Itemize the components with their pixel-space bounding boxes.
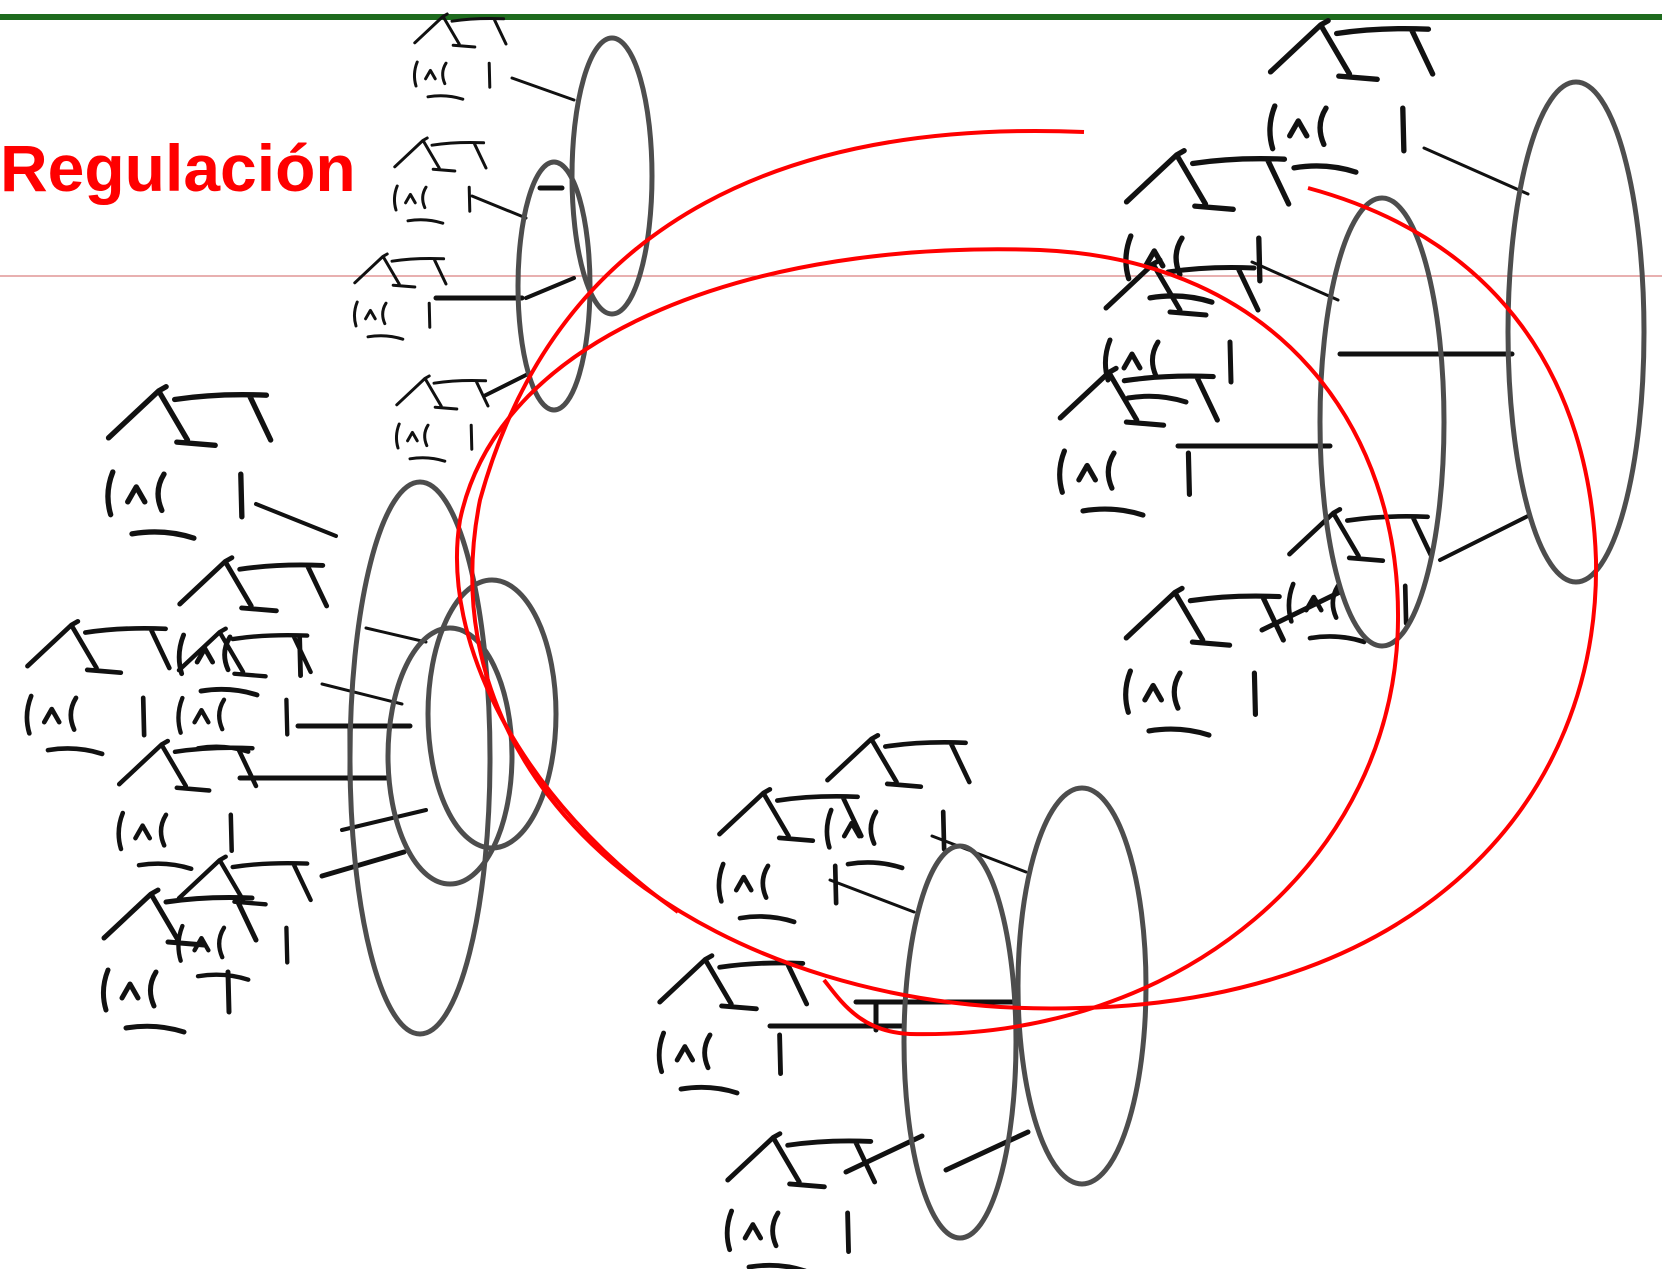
house-icon xyxy=(392,136,488,225)
group-ellipse xyxy=(1015,785,1149,1187)
group-ellipse xyxy=(425,577,559,851)
connector-line xyxy=(319,849,407,879)
connector-line xyxy=(482,372,530,398)
group-ellipse xyxy=(1317,195,1447,649)
connector-line xyxy=(470,194,528,220)
regulation-loops xyxy=(455,128,1599,1037)
group-ellipse xyxy=(347,479,493,1037)
group-ellipse xyxy=(515,159,593,413)
house-icon xyxy=(1060,368,1218,515)
house-icon xyxy=(27,621,169,754)
top-rule xyxy=(0,14,1662,20)
regulation-loop xyxy=(470,128,1599,1011)
connector-line xyxy=(828,878,916,914)
connector-line xyxy=(364,626,428,644)
connector-line xyxy=(524,276,576,300)
house-cluster-left xyxy=(27,387,327,1032)
regulation-loop xyxy=(455,247,1401,1037)
connector-line xyxy=(943,1129,1031,1173)
group-ellipse xyxy=(385,625,515,887)
group-ellipses xyxy=(347,35,1647,1241)
house-cluster-top xyxy=(352,12,508,463)
house-icon xyxy=(412,12,508,101)
house-icon xyxy=(394,374,490,463)
house-icon xyxy=(719,789,861,922)
connector-line xyxy=(1422,146,1530,196)
house-cluster-right xyxy=(1060,21,1433,735)
group-ellipse xyxy=(901,843,1019,1241)
connector-line xyxy=(340,808,428,832)
house-icon xyxy=(108,387,271,538)
house-icon xyxy=(119,741,256,869)
connector-line xyxy=(1438,514,1530,562)
connector-line xyxy=(510,76,576,102)
connector-line xyxy=(1259,589,1343,633)
house-icon xyxy=(352,252,448,341)
house-icon xyxy=(1126,588,1284,735)
connector-line xyxy=(320,682,404,706)
house-icon xyxy=(1270,21,1433,172)
connector-lines xyxy=(237,76,1530,1175)
slide-title: Regulación xyxy=(0,131,356,205)
group-ellipse xyxy=(1505,79,1647,585)
house-icon xyxy=(727,1134,874,1269)
house-icon xyxy=(1126,151,1289,302)
connector-line xyxy=(1250,260,1340,302)
connector-line xyxy=(254,502,338,538)
